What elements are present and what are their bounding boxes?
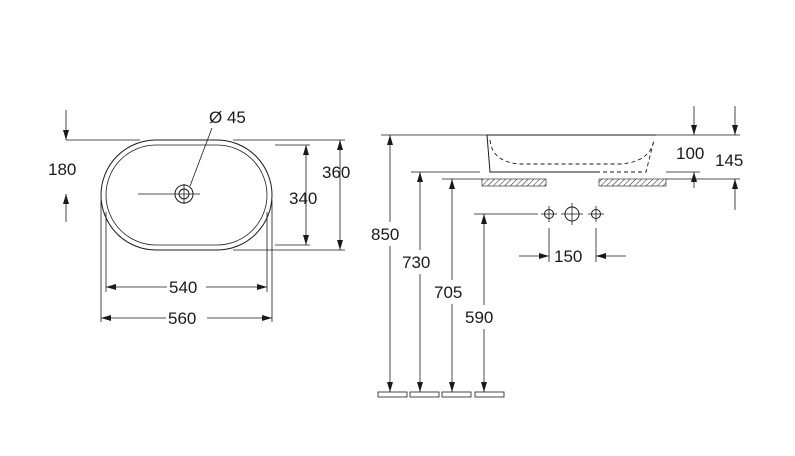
basin-side-profile <box>486 134 656 173</box>
dim-705 <box>449 179 455 392</box>
dim-540-560 <box>100 200 273 322</box>
dim-590-label: 590 <box>465 308 493 327</box>
dim-850 <box>387 135 393 392</box>
countertop-right <box>598 178 667 187</box>
plan-view: Ø 45 180 340 360 <box>48 108 350 328</box>
basin-inner-outline <box>105 144 268 246</box>
dim-730-label: 730 <box>402 253 430 272</box>
tap-holes <box>541 203 604 225</box>
dim-150-label: 150 <box>554 247 582 266</box>
dim-100 <box>691 106 697 188</box>
dim-100-label: 100 <box>676 144 704 163</box>
dim-360-label: 360 <box>322 163 350 182</box>
dim-540-label: 540 <box>169 278 197 297</box>
floor-line <box>377 391 505 398</box>
dim-145 <box>732 106 738 210</box>
side-view: 850 730 705 590 <box>371 106 743 398</box>
drain-symbol <box>138 127 213 204</box>
dim-150 <box>519 228 626 262</box>
dim-340-label: 340 <box>289 189 317 208</box>
countertop-left <box>481 178 547 187</box>
dim-705-label: 705 <box>434 283 462 302</box>
dim-340-360 <box>233 139 345 251</box>
dim-590 <box>481 214 487 392</box>
basin-outer-outline <box>100 139 273 251</box>
drain-diameter-label: Ø 45 <box>209 108 246 127</box>
dim-180 <box>63 110 140 222</box>
dim-560-label: 560 <box>168 309 196 328</box>
dim-730 <box>417 172 423 392</box>
dim-180-label: 180 <box>48 160 76 179</box>
dim-850-label: 850 <box>371 225 399 244</box>
dim-145-label: 145 <box>715 151 743 170</box>
